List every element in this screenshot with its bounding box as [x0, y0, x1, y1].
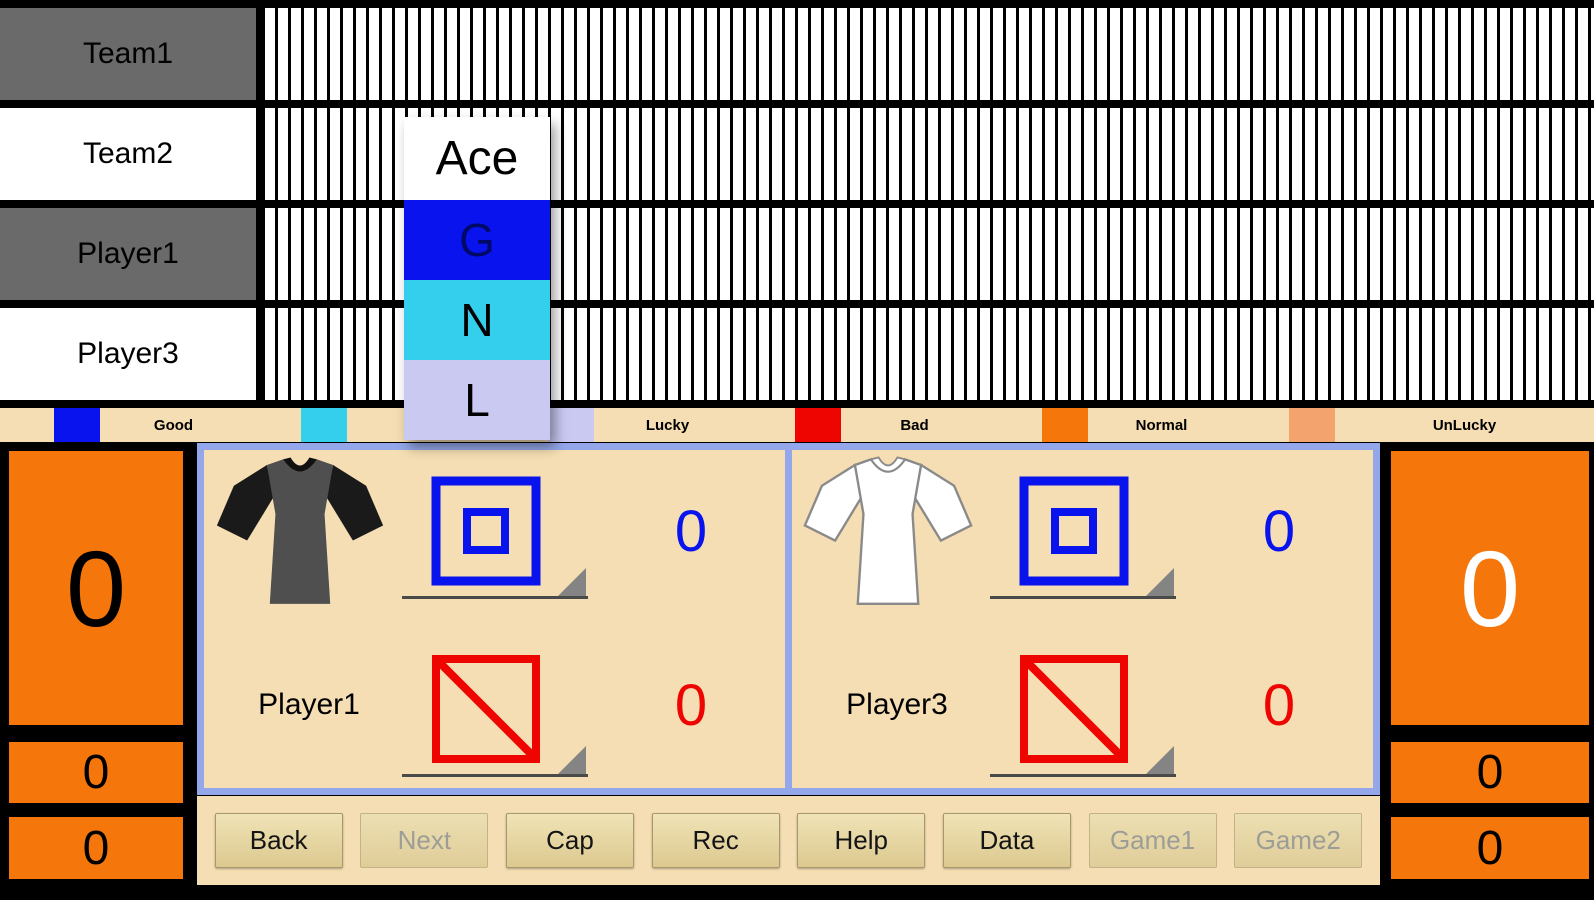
divider	[0, 100, 1594, 108]
players-panel: 0 Player1 0	[197, 443, 1380, 795]
row-header-team2: Team2	[0, 108, 262, 200]
divider	[0, 400, 1594, 408]
player-name: Player1	[258, 688, 360, 721]
bad-count: 0	[1262, 673, 1296, 738]
good-action-spinner[interactable]	[402, 475, 588, 599]
legend-label: Normal	[1135, 416, 1188, 434]
row-header-player1: Player1	[0, 208, 262, 300]
white-shirt-icon[interactable]	[803, 455, 973, 611]
left-main-score[interactable]: 0	[4, 446, 188, 730]
bad-action-icon	[432, 655, 540, 763]
toolbar: Back Next Cap Rec Help Data Game1 Game2	[197, 796, 1380, 885]
divider	[0, 200, 1594, 208]
legend-color-swatch	[301, 408, 347, 442]
legend-item: Good	[0, 408, 247, 442]
rating-option-g[interactable]: G	[404, 200, 550, 280]
row-header-player3: Player3	[0, 308, 262, 400]
row-header-team1: Team1	[0, 8, 262, 100]
spinner-underline	[402, 596, 588, 599]
score-grid-row-team1[interactable]	[262, 8, 1594, 100]
game2-button[interactable]: Game2	[1234, 813, 1363, 868]
legend-item: Bad	[741, 408, 988, 442]
rating-option-l[interactable]: L	[404, 360, 550, 440]
bad-count: 0	[674, 673, 708, 738]
sheet-row: Player1	[0, 208, 1594, 300]
good-action-icon	[431, 476, 541, 586]
legend-bar: Good Lucky Bad Normal UnLucky	[0, 408, 1594, 442]
game1-button[interactable]: Game1	[1088, 813, 1217, 868]
data-button[interactable]: Data	[942, 813, 1071, 868]
legend-label: Good	[153, 416, 194, 434]
spinner-arrow-icon	[1146, 746, 1174, 774]
spinner-underline	[402, 774, 588, 777]
spinner-underline	[990, 596, 1176, 599]
bad-action-spinner[interactable]	[990, 653, 1176, 777]
good-count: 0	[1262, 499, 1296, 564]
spinner-arrow-icon	[1146, 568, 1174, 596]
dark-shirt-icon[interactable]	[215, 455, 385, 611]
spinner-arrow-icon	[558, 746, 586, 774]
player-name: Player3	[846, 688, 948, 721]
legend-color-swatch	[795, 408, 841, 442]
right-sub-score-2: 0	[1386, 812, 1594, 884]
divider	[0, 0, 1594, 8]
right-main-score[interactable]: 0	[1386, 446, 1594, 730]
sheet-row: Team2	[0, 108, 1594, 200]
left-sub-score-2: 0	[4, 812, 188, 884]
rating-option-n[interactable]: N	[404, 280, 550, 360]
legend-color-swatch	[548, 408, 594, 442]
good-action-icon	[1019, 476, 1129, 586]
legend-item: Normal	[988, 408, 1235, 442]
spinner-underline	[990, 774, 1176, 777]
sheet-row: Player3	[0, 308, 1594, 400]
good-count: 0	[674, 499, 708, 564]
legend-label: UnLucky	[1432, 416, 1497, 434]
legend-item: UnLucky	[1235, 408, 1594, 442]
sheet-row: Team1	[0, 8, 1594, 100]
legend-label: Bad	[900, 416, 929, 434]
right-sub-score-1: 0	[1386, 737, 1594, 808]
legend-color-swatch	[54, 408, 100, 442]
legend-item: Lucky	[494, 408, 741, 442]
divider	[0, 300, 1594, 308]
bad-action-spinner[interactable]	[402, 653, 588, 777]
player-card: 0 Player1 0	[204, 450, 785, 788]
cap-button[interactable]: Cap	[505, 813, 634, 868]
next-button[interactable]: Next	[360, 813, 489, 868]
legend-color-swatch	[1289, 408, 1335, 442]
bad-action-icon	[1020, 655, 1128, 763]
rating-option-ace[interactable]: Ace	[404, 117, 550, 200]
back-button[interactable]: Back	[214, 813, 343, 868]
left-sub-score-1: 0	[4, 737, 188, 808]
spinner-arrow-icon	[558, 568, 586, 596]
rating-popup: Ace G N L	[404, 117, 550, 440]
good-action-spinner[interactable]	[990, 475, 1176, 599]
rec-button[interactable]: Rec	[651, 813, 780, 868]
score-sheet: Team1 Team2 Player1 Player3	[0, 0, 1594, 408]
help-button[interactable]: Help	[797, 813, 926, 868]
legend-item	[247, 408, 494, 442]
player-card: 0 Player3 0	[792, 450, 1373, 788]
legend-color-swatch	[1042, 408, 1088, 442]
legend-label: Lucky	[645, 416, 690, 434]
